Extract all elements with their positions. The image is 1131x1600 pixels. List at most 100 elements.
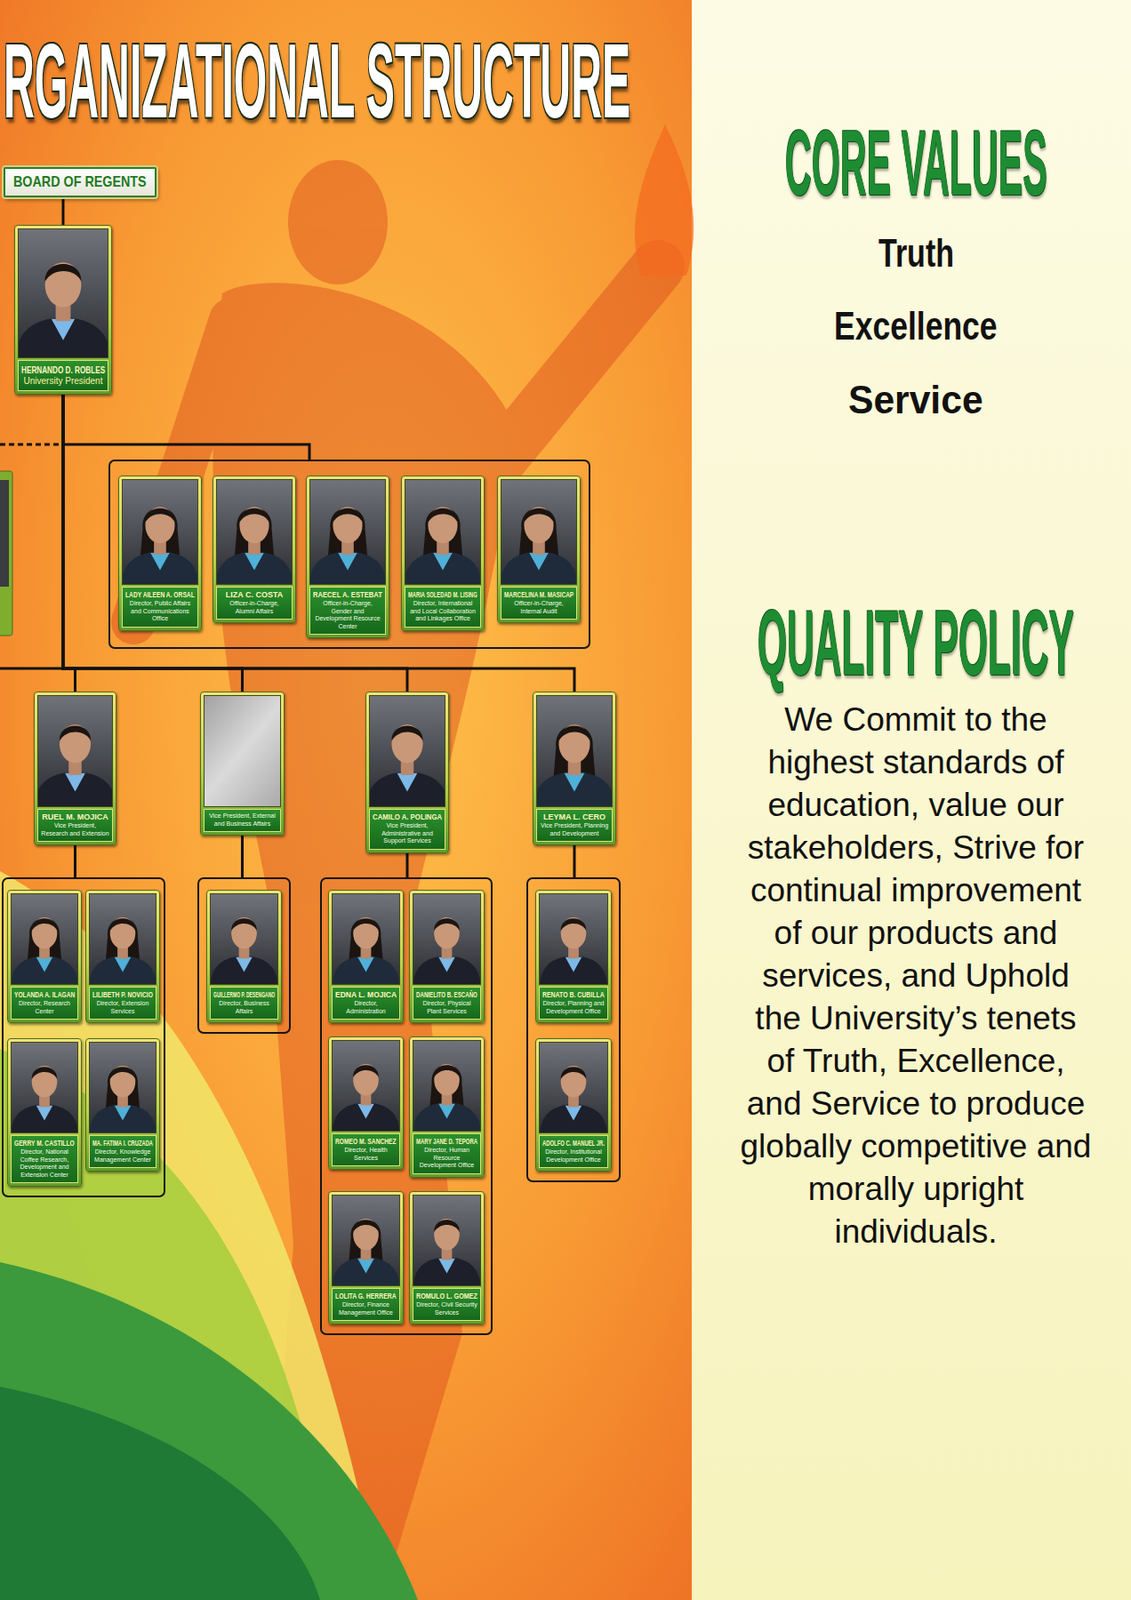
officer-name: ADOLFO C. MANUEL JR.: [542, 1139, 584, 1149]
hair: [59, 726, 91, 742]
hair: [32, 1066, 58, 1080]
position-title: Director, Physical Plant Services: [416, 1000, 478, 1016]
core-value: Excellence: [834, 306, 966, 346]
photo-frame: [309, 479, 386, 586]
face: [391, 724, 423, 763]
officer-card: ROMULO L. GOMEZDirector, Civil Security …: [409, 1191, 485, 1325]
position-title: Director, Planning and Development Offic…: [542, 1000, 605, 1016]
board-label: BOARD OF REGENTS: [13, 173, 126, 192]
office-group: EDNA L. MOJICADirector, AdministrationDA…: [320, 877, 493, 1336]
hair: [140, 507, 181, 561]
photo-ground: [310, 480, 386, 585]
officer-name: YOLANDA A. ILAGAN: [14, 990, 59, 1001]
name-plate: LEYMA L. CEROVice President, Planning an…: [536, 809, 613, 843]
portrait-photo: [122, 480, 198, 585]
org-connector: [63, 394, 76, 692]
hair: [429, 1065, 465, 1111]
photo-frame: [216, 479, 293, 586]
officer-name: MA. FATIMA I. CRUZADA: [92, 1139, 132, 1149]
suit: [332, 955, 400, 985]
hair: [352, 1219, 379, 1233]
office-group: LADY AILEEN A. ORSALDirector, Public Aff…: [108, 459, 591, 650]
face: [59, 724, 91, 763]
photo-frame: [536, 695, 613, 808]
hair: [110, 1066, 137, 1080]
portrait-photo: [216, 480, 292, 585]
suit: [413, 1257, 481, 1286]
hair: [558, 726, 590, 742]
face: [352, 1064, 379, 1096]
name-plate: RENATO B. CUBILLADirector, Planning and …: [538, 986, 609, 1020]
officer-card: LILIBETH P. NOVICIODirector, Extension S…: [85, 890, 161, 1024]
suit: [537, 771, 612, 807]
officer-name: LIZA C. COSTA: [219, 590, 289, 601]
photo-ground: [204, 696, 281, 807]
officer-name: ROMEO M. SANCHEZ: [335, 1137, 381, 1148]
name-plate: ROMEO M. SANCHEZDirector, Health Service…: [331, 1133, 401, 1167]
hair: [348, 918, 384, 964]
officer-name: RENATO B. CUBILLA: [542, 990, 591, 1001]
org-connector: [63, 394, 310, 460]
portrait-photo: [310, 480, 386, 585]
photo-ground: [539, 1042, 608, 1133]
face: [231, 917, 257, 949]
photo-ground: [501, 480, 577, 585]
officer-name: MARCELINA M. MASICAP: [504, 590, 554, 601]
hair: [239, 508, 269, 523]
shirt: [51, 319, 75, 341]
position-title: University President: [21, 376, 105, 387]
org-connector: [63, 394, 408, 692]
officer-name: ROMULO L. GOMEZ: [416, 1291, 466, 1302]
portrait-photo: [18, 229, 108, 358]
suit: [539, 955, 608, 985]
suit: [332, 1102, 400, 1131]
position-title: Vice President, Planning and Development: [539, 822, 610, 838]
position-title: Director, Public Affairs and Communicati…: [125, 600, 195, 624]
name-plate: EDNA L. MOJICADirector, Administration: [331, 986, 401, 1020]
face: [561, 1066, 587, 1098]
name-plate: YOLANDA A. ILAGANDirector, Research Cent…: [10, 986, 79, 1020]
suit: [11, 955, 78, 985]
page-title: RGANIZATIONAL STRUCTURE: [3, 28, 260, 134]
hair: [348, 1219, 384, 1266]
hair: [561, 918, 587, 931]
officer-card: DANIELITO B. ESCAÑODirector, Physical Pl…: [409, 890, 485, 1024]
hair: [352, 1065, 379, 1078]
suit: [413, 955, 481, 985]
portrait-photo: [332, 894, 400, 985]
photo-ground: [89, 894, 156, 985]
position-title: Director, Finance Management Office: [335, 1301, 397, 1317]
position-title: Director, Extension Services: [92, 1000, 153, 1016]
position-title: Officer-in-Charge, Internal Audit: [504, 600, 574, 616]
photo-ground: [216, 480, 292, 585]
photo-frame: [88, 893, 157, 986]
hair: [427, 508, 458, 523]
position-title: Director, Business Affairs: [213, 1000, 275, 1016]
core-values-heading: CORE VALUES: [785, 116, 890, 209]
face: [352, 917, 379, 949]
officer-card: HERNANDO D. ROBLESUniversity President: [14, 224, 113, 395]
name-plate: RAECEL A. ESTEBATOfficer-in-Charge, Gend…: [309, 586, 386, 635]
portrait-photo: [11, 1042, 78, 1133]
name-plate: LADY AILEEN A. ORSALDirector, Public Aff…: [121, 586, 199, 628]
photo-ground: [539, 894, 608, 985]
hair: [423, 507, 464, 561]
portrait-photo: [539, 894, 608, 985]
name-plate: MA. FATIMA I. CRUZADADirector, Knowledge…: [88, 1135, 157, 1169]
hair: [105, 1066, 141, 1113]
shirt: [529, 553, 548, 571]
officer-card: MA. FATIMA I. CRUZADADirector, Knowledge…: [85, 1038, 161, 1172]
portrait-photo: [89, 894, 156, 985]
photo-ground: [332, 894, 400, 985]
photo-ground: [210, 894, 278, 985]
photo-frame: [331, 893, 401, 986]
officer-card: MARY JANE D. TEPORADirector, Human Resou…: [409, 1036, 485, 1179]
shirt: [235, 957, 253, 973]
hair: [110, 918, 137, 931]
hair: [332, 508, 362, 523]
face: [45, 262, 82, 307]
suit: [18, 316, 108, 358]
suit: [11, 1104, 78, 1133]
officer-card: LEYMA L. CEROVice President, Planning an…: [532, 691, 617, 846]
photo-ground: [122, 480, 198, 585]
